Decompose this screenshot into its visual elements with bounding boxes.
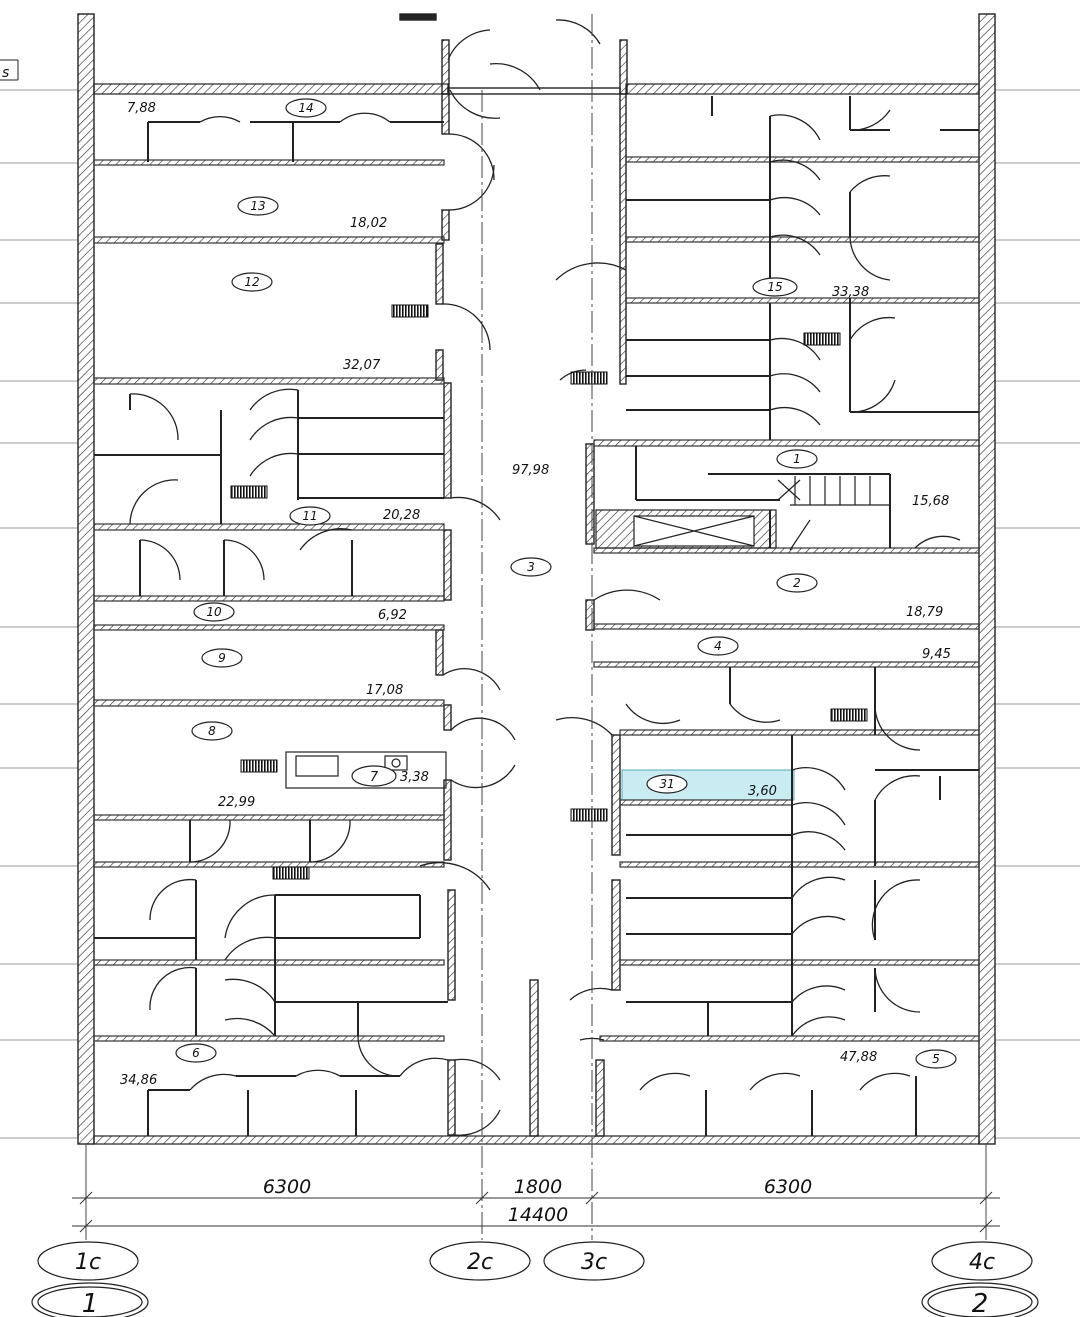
room-area: 18,02 — [350, 216, 387, 231]
room-area: 47,88 — [840, 1050, 877, 1065]
room-numbers: 1 2 3 4 5 6 7 8 9 10 11 12 13 14 15 31 — [192, 101, 940, 1066]
room-number: 31 — [659, 777, 674, 791]
staircase — [777, 476, 890, 506]
door-swings — [129, 19, 961, 1136]
room-number: 4 — [714, 639, 722, 653]
room-number: 7 — [370, 770, 379, 785]
room-area: 6,92 — [378, 608, 407, 623]
axis-lines — [481, 14, 593, 1240]
room-areas: 15,68 18,79 97,98 9,45 47,88 34,86 3,38 … — [120, 101, 951, 1088]
room-number: 10 — [206, 605, 222, 619]
level-ticks — [0, 89, 1080, 1139]
room-number: 13 — [250, 199, 265, 213]
axis-label-1: 1 — [82, 1289, 99, 1317]
room-area: 15,68 — [912, 494, 949, 509]
axis-bubbles — [31, 1241, 1039, 1317]
dimension-labels: 6300 1800 6300 14400 — [263, 1176, 812, 1226]
room-area: 18,79 — [906, 605, 943, 620]
corner-tag-text: s — [2, 65, 9, 81]
room-area: 7,88 — [127, 101, 156, 116]
room-area: 17,08 — [366, 683, 403, 698]
room-number: 5 — [932, 1052, 940, 1066]
room-number: 2 — [793, 576, 801, 590]
room-number: 14 — [298, 101, 313, 115]
corner-tag: s — [0, 59, 19, 81]
room-area: 22,99 — [218, 795, 255, 810]
room-markers — [175, 98, 957, 1069]
dimension-seg1: 6300 — [263, 1176, 311, 1198]
room-number: 11 — [302, 509, 317, 523]
room-area: 20,28 — [383, 508, 420, 523]
room-area: 32,07 — [343, 358, 381, 373]
axis-labels: 1с 2с 3с 4с 1 2 — [75, 1250, 995, 1317]
room-area: 34,86 — [120, 1073, 157, 1088]
room-area: 33,38 — [832, 285, 869, 300]
radiators — [230, 304, 868, 880]
dimension-seg2: 1800 — [514, 1176, 562, 1198]
axis-label-2: 2 — [972, 1289, 989, 1317]
room-number: 8 — [208, 724, 216, 738]
dimension-seg3: 6300 — [764, 1176, 812, 1198]
elevator-shaft — [595, 509, 811, 551]
room-area: 3,60 — [748, 784, 777, 799]
room-number: 15 — [767, 280, 782, 294]
room-number: 1 — [793, 452, 801, 466]
room-area: 9,45 — [922, 647, 951, 662]
axis-label-1c: 1с — [75, 1250, 101, 1275]
dimension-lines — [72, 1191, 1000, 1233]
axis-ticks — [85, 1144, 987, 1240]
room-number: 9 — [218, 651, 226, 665]
axis-label-2c: 2с — [467, 1250, 493, 1275]
outer-walls — [77, 13, 996, 1145]
dimension-total: 14400 — [508, 1204, 568, 1226]
room-number: 6 — [192, 1046, 200, 1060]
room-area: 3,38 — [400, 770, 429, 785]
room-number: 12 — [244, 275, 259, 289]
sanitary-block — [285, 751, 447, 789]
axis-label-4c: 4с — [969, 1250, 995, 1275]
entrance-vestibule — [399, 13, 628, 95]
room-area: 97,98 — [512, 463, 549, 478]
corridor-walls — [435, 93, 627, 1137]
axis-label-3c: 3с — [581, 1250, 607, 1275]
room-number: 3 — [527, 560, 535, 574]
